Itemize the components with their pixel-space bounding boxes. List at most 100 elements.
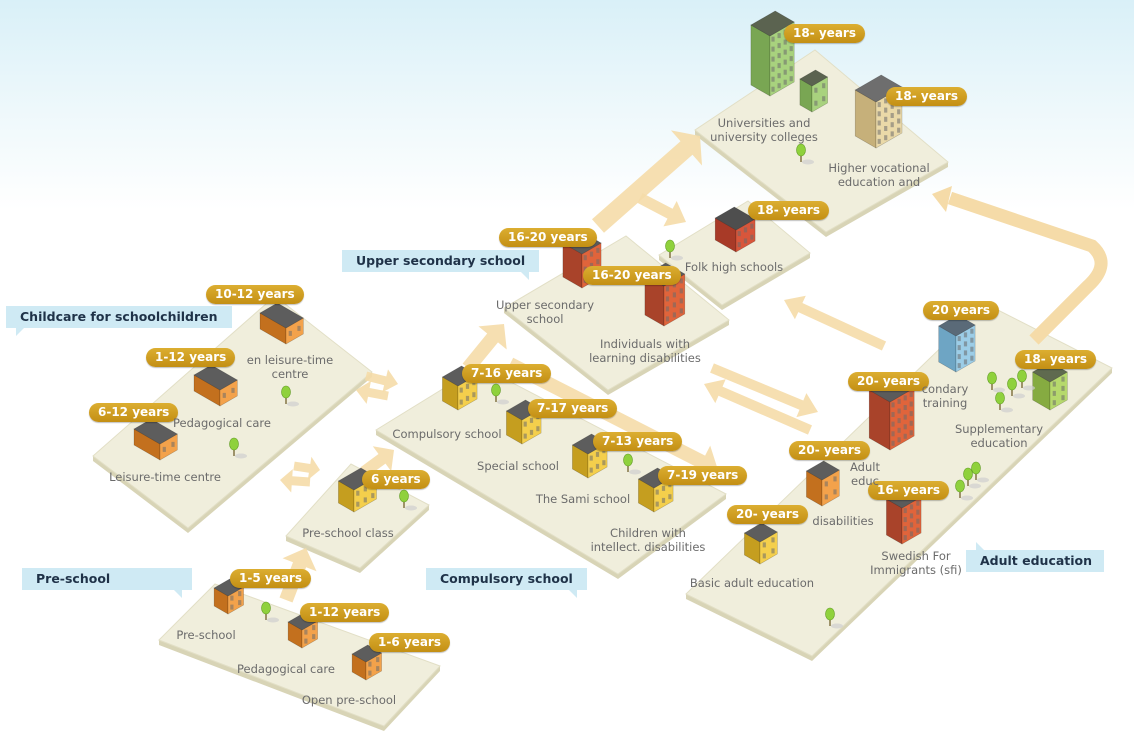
arrow-to-universities: [592, 130, 702, 233]
tree-icon: [1017, 369, 1035, 391]
age-badge-upper-secondary: 16-20 years: [499, 228, 597, 247]
building-university-annex: [799, 69, 829, 113]
age-badge-open-leisure: 10-12 years: [206, 285, 304, 304]
tree-icon: [399, 489, 417, 511]
building-supplementary: [1032, 361, 1068, 411]
arrow-adult-to-folk-high: [784, 295, 887, 351]
arrow-upper-childcare-in: [364, 369, 398, 393]
age-badge-preschool-class: 6 years: [362, 470, 430, 489]
arrow-upper-childcare-out: [356, 380, 389, 404]
arrow-compulsory-to-upper: [462, 324, 507, 373]
tree-icon: [987, 371, 1005, 393]
tree-icon: [229, 437, 247, 459]
label-sami-school: The Sami school: [535, 492, 631, 506]
age-badge-pedagogical-care-pre: 1-12 years: [300, 603, 390, 622]
label-preschool: Pre-school: [176, 628, 236, 642]
tree-icon: [261, 601, 279, 623]
section-childcare: Childcare for schoolchildren: [6, 306, 232, 336]
building-pedagogical-care-pre: [287, 612, 319, 649]
tree-icon: [665, 239, 683, 261]
tree-icon: [1007, 377, 1025, 399]
age-badge-special-school: 7-17 years: [528, 399, 618, 418]
building-leisure-time-centre: [133, 418, 178, 461]
label-pedagogical-care-school: Pedagogical care: [173, 416, 271, 430]
age-badge-adult-education: 20- years: [848, 372, 929, 391]
building-sfi: [885, 487, 922, 545]
tree-icon: [796, 143, 814, 165]
label-adults-ld: disabilities: [812, 514, 874, 528]
age-badge-basic-adult: 20- years: [727, 505, 808, 524]
tree-icon: [623, 453, 641, 475]
tree-icon: [963, 467, 981, 489]
arrow-adult-to-higher-head: [932, 186, 952, 212]
label-compulsory-school: Compulsory school: [392, 427, 502, 441]
building-secondary-training: [938, 314, 976, 373]
age-badge-leisure-centre: 6-12 years: [89, 403, 179, 422]
building-layer: [133, 10, 1068, 681]
age-badge-adults-ld: 20- years: [789, 441, 870, 460]
building-higher-vocational: [854, 74, 903, 149]
arrow-childcare-out: [280, 469, 311, 493]
age-badge-children-intellect: 7-19 years: [658, 466, 748, 485]
label-open-preschool: Open pre-school: [301, 693, 397, 707]
platform-preschool-class-edge: [286, 505, 429, 573]
tree-layer: [229, 143, 1035, 629]
age-badge-individuals-ld: 16-20 years: [583, 266, 681, 285]
platform-preschool: [158, 583, 441, 727]
building-adults-ld: [805, 460, 840, 507]
tree-icon: [995, 391, 1013, 413]
building-preschool: [213, 578, 245, 615]
age-badge-secondary-training: 20 years: [923, 301, 999, 320]
age-badge-higher-vocational: 18- years: [886, 87, 967, 106]
age-badge-compulsory-school: 7-16 years: [462, 364, 552, 383]
platform-layer: [92, 49, 1113, 731]
platform-preschool-class: [285, 463, 430, 569]
arrow-class-to-compulsory: [360, 446, 394, 477]
tree-icon: [825, 607, 843, 629]
section-adult-education: Adult education: [966, 542, 1104, 572]
label-leisure-centre: Leisure-time centre: [109, 470, 221, 484]
building-university-tower: [750, 10, 795, 97]
section-upper-secondary: Upper secondary school: [342, 250, 540, 280]
building-open-preschool: [351, 644, 383, 681]
arrow-upper-to-adult: [710, 363, 818, 418]
tree-icon: [281, 385, 299, 407]
arrow-adult-to-upper: [704, 379, 812, 435]
label-folk-high-schools: Folk high schools: [684, 260, 784, 274]
section-compulsory: Compulsory school: [426, 568, 587, 598]
tree-icon: [971, 461, 989, 483]
age-badge-sfi: 16- years: [868, 481, 949, 500]
age-badge-open-preschool: 1-6 years: [369, 633, 450, 652]
section-preschool: Pre-school: [22, 568, 192, 598]
building-open-leisure-centre: [259, 302, 304, 345]
building-basic-adult: [743, 522, 778, 565]
age-badge-supplementary: 18- years: [1015, 350, 1096, 369]
building-pedagogical-care-school: [193, 364, 238, 407]
building-adult-education: [868, 375, 915, 451]
tree-icon: [955, 479, 973, 501]
age-badge-folk-high-schools: 18- years: [748, 201, 829, 220]
arrow-childcare-in: [293, 456, 320, 480]
building-folk-high-school: [714, 206, 756, 253]
age-badge-universities: 18- years: [784, 24, 865, 43]
label-preschool-class: Pre-school class: [302, 526, 394, 540]
arrow-to-folk-high: [637, 193, 686, 227]
age-badge-pedagogical-care-school: 1-12 years: [146, 348, 236, 367]
label-basic-adult: Basic adult education: [689, 576, 815, 590]
age-badge-sami-school: 7-13 years: [593, 432, 683, 451]
label-pedagogical-care-pre: Pedagogical care: [237, 662, 335, 676]
tree-icon: [491, 383, 509, 405]
arrow-adult-to-higher-shaft: [947, 191, 1108, 345]
building-sami-school: [571, 433, 608, 479]
